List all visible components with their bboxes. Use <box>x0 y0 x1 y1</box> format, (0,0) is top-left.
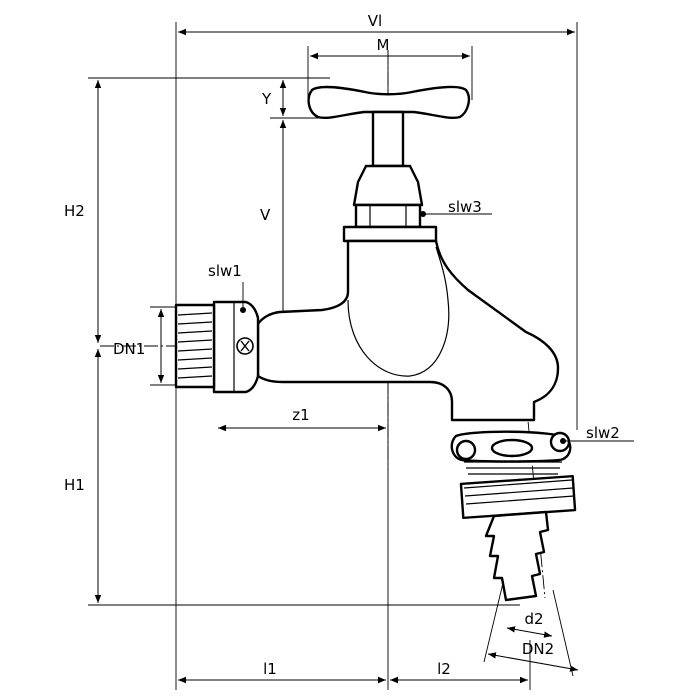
valve-stem <box>371 110 405 168</box>
inlet-thread-lines <box>177 312 213 379</box>
label-h1: H1 <box>64 476 85 494</box>
hex-nut-slw3 <box>354 203 422 229</box>
logo-mark <box>236 337 254 355</box>
label-slw1: slw1 <box>208 262 242 280</box>
t-handle <box>307 85 471 119</box>
label-dn2: DN2 <box>522 640 554 658</box>
label-slw3: slw3 <box>448 198 482 216</box>
faucet-body <box>174 85 577 602</box>
hose-barb <box>484 510 550 602</box>
label-h2: H2 <box>64 202 85 220</box>
label-y: Y <box>261 90 272 108</box>
label-l1: l1 <box>263 660 277 678</box>
label-m: M <box>377 36 390 54</box>
main-housing <box>256 239 560 422</box>
label-l2: l2 <box>437 660 451 678</box>
label-d2: d2 <box>524 610 543 628</box>
inlet-thread <box>174 303 216 389</box>
labels: Vl M Y V H2 H1 DN1 slw1 slw3 slw2 z1 l1 … <box>64 12 620 678</box>
body-flange <box>342 225 438 243</box>
label-dn1: DN1 <box>113 340 145 358</box>
label-vl: Vl <box>368 12 382 30</box>
label-z1: z1 <box>292 406 309 424</box>
leaders <box>240 211 634 444</box>
valve-bonnet <box>352 164 424 207</box>
inlet-hex <box>212 300 260 394</box>
label-v: V <box>260 206 271 224</box>
label-slw2: slw2 <box>586 424 620 442</box>
